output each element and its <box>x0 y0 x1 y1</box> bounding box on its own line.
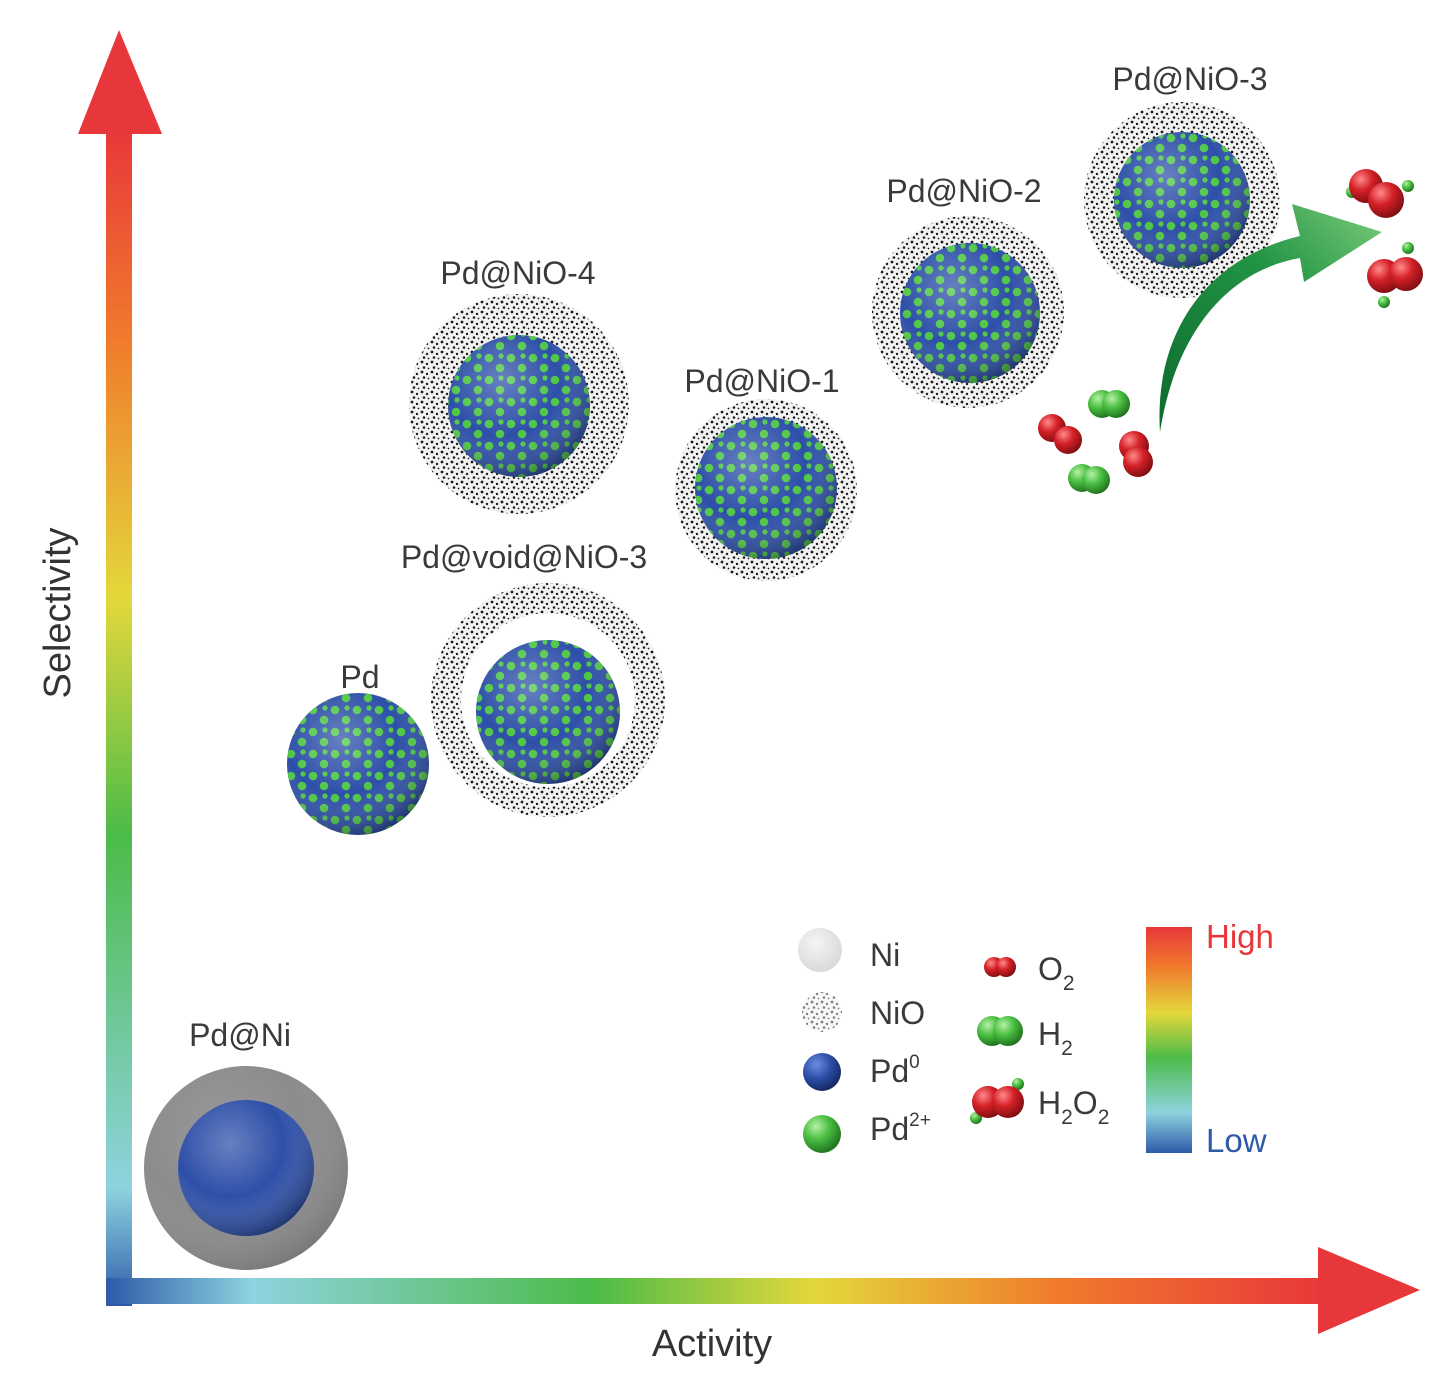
x-axis <box>106 1247 1420 1334</box>
y-axis-title: Selectivity <box>37 527 79 698</box>
product-h2o2-molecule <box>1346 169 1414 218</box>
o2-swatch <box>984 957 1016 977</box>
h2o2-swatch <box>970 1078 1024 1124</box>
sample-label: Pd@NiO-1 <box>684 363 839 399</box>
colorbar-low-label: Low <box>1206 1122 1267 1159</box>
sample-pd-nio-3: Pd@NiO-3 <box>1084 61 1280 298</box>
x-axis-shaft <box>106 1278 1326 1304</box>
y-axis <box>78 30 162 1306</box>
colorbar-gradient <box>1146 927 1192 1153</box>
h2-swatch <box>977 1016 1023 1046</box>
legend-nio-label: NiO <box>870 995 925 1031</box>
legend-o2-label: O2 <box>1038 951 1075 995</box>
y-axis-arrowhead <box>78 30 162 134</box>
ni-swatch <box>798 928 842 972</box>
sample-pd-nio-2: Pd@NiO-2 <box>872 173 1064 408</box>
legend-pd0-label: Pd0 <box>870 1052 920 1089</box>
sample-pd-nio-4: Pd@NiO-4 <box>409 255 629 514</box>
reactant-o2-molecule <box>1119 431 1153 477</box>
sample-label: Pd <box>340 659 379 695</box>
sample-pd-void-nio-3: Pd@void@NiO-3 <box>401 539 665 817</box>
x-axis-arrowhead <box>1318 1247 1420 1334</box>
legend: Ni NiO Pd0 Pd2+ O2 H2 H2O2 <box>798 928 1109 1153</box>
reactant-o2-molecule <box>1038 414 1082 454</box>
pd2-swatch <box>803 1115 841 1153</box>
sample-pd-at-ni: Pd@Ni <box>144 1017 348 1270</box>
pd0-swatch <box>803 1053 841 1091</box>
x-axis-title: Activity <box>652 1323 772 1365</box>
sample-label: Pd@NiO-3 <box>1112 61 1267 97</box>
reactant-h2-molecule <box>1068 464 1110 494</box>
sample-pd-nio-1: Pd@NiO-1 <box>675 363 857 581</box>
product-h2o2-molecule <box>1367 242 1423 308</box>
sample-label: Pd@Ni <box>189 1017 291 1053</box>
legend-pd2-label: Pd2+ <box>870 1110 931 1147</box>
colorbar: High Low <box>1146 918 1274 1159</box>
y-axis-shaft <box>106 128 132 1306</box>
sample-label: Pd@void@NiO-3 <box>401 539 647 575</box>
sample-label: Pd@NiO-4 <box>440 255 595 291</box>
nio-swatch <box>802 992 842 1032</box>
legend-ni-label: Ni <box>870 937 900 973</box>
legend-h2o2-label: H2O2 <box>1038 1085 1109 1129</box>
reactant-h2-molecule <box>1088 390 1130 418</box>
sample-label: Pd@NiO-2 <box>886 173 1041 209</box>
sample-pd: Pd <box>287 659 429 835</box>
legend-h2-label: H2 <box>1038 1016 1073 1060</box>
colorbar-high-label: High <box>1206 918 1274 955</box>
reaction-arrow <box>1159 204 1382 432</box>
